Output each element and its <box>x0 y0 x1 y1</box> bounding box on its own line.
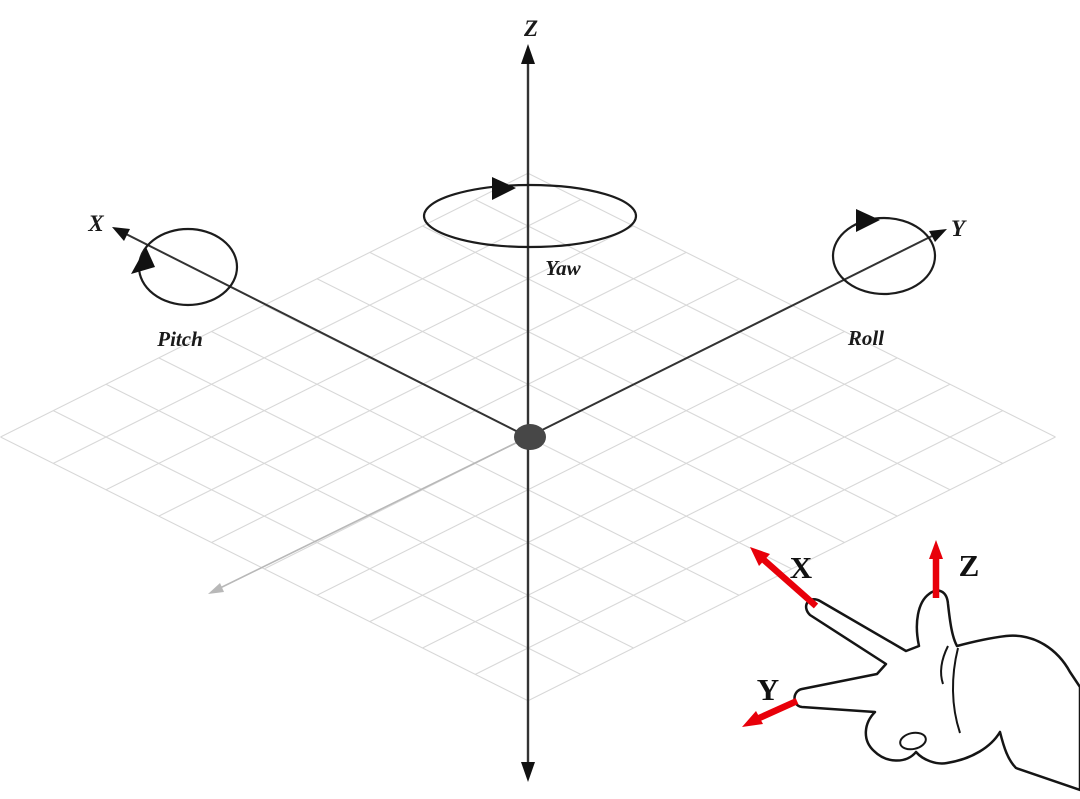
roll-arrowhead-icon <box>856 209 880 232</box>
hand-z-label: Z <box>959 548 980 583</box>
hand-z-arrow <box>929 540 943 598</box>
hand-outline <box>795 591 1080 790</box>
yaw-label: Yaw <box>545 256 581 280</box>
x-axis-label: X <box>87 211 104 236</box>
roll-label: Roll <box>847 326 884 350</box>
y-axis <box>528 229 947 437</box>
hand-x-label: X <box>790 550 813 585</box>
negative-axis-arrowhead-icon <box>208 583 224 594</box>
yaw-arrowhead-icon <box>492 177 516 200</box>
right-hand-illustration: X Z Y <box>742 540 1080 790</box>
roll-ellipse <box>833 218 935 294</box>
hand-y-arrowhead-icon <box>742 711 763 727</box>
z-axis-label: Z <box>523 16 538 41</box>
negative-axis <box>208 437 528 594</box>
hand-z-arrowhead-icon <box>929 540 943 559</box>
hand-y-label: Y <box>757 672 779 707</box>
roll-rotation <box>833 209 935 294</box>
z-axis-up-arrowhead-icon <box>521 44 535 64</box>
z-axis <box>521 44 535 782</box>
pitch-label: Pitch <box>156 327 203 351</box>
y-axis-label: Y <box>951 216 967 241</box>
yaw-ellipse <box>424 185 636 247</box>
origin-dot <box>514 424 546 450</box>
z-axis-down-arrowhead-icon <box>521 762 535 782</box>
pitch-rotation <box>131 229 237 305</box>
x-axis-arrowhead-icon <box>112 227 130 241</box>
